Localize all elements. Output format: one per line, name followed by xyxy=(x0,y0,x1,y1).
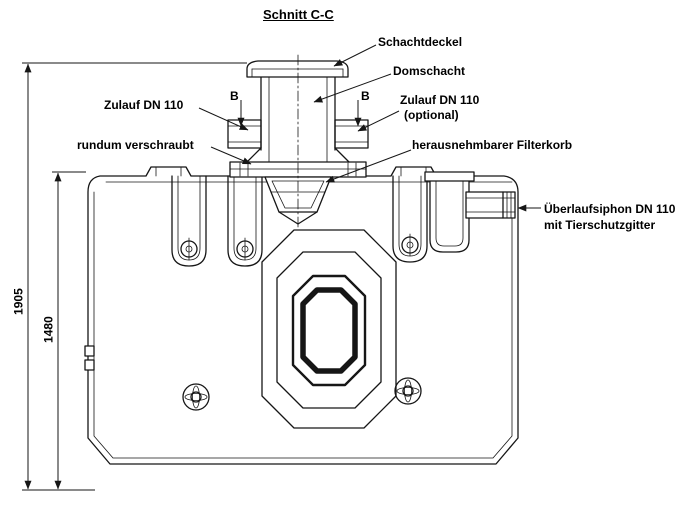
label-filterkorb: herausnehmbarer Filterkorb xyxy=(412,138,573,152)
siphon-outlet-pipe xyxy=(465,191,516,219)
bolt-channel-left-1 xyxy=(171,175,207,267)
dimension-1480 xyxy=(52,171,86,490)
label-zulauf-right: Zulauf DN 110 xyxy=(400,93,480,107)
label-rundum-verschraubt: rundum verschraubt xyxy=(77,138,194,152)
label-zulauf-left: Zulauf DN 110 xyxy=(104,98,184,112)
dimension-label-1480: 1480 xyxy=(41,316,56,343)
bolt-rosette-right xyxy=(394,377,422,405)
dimension-1905 xyxy=(22,62,247,491)
bolt-rosette-left xyxy=(182,383,210,411)
section-b-arrows xyxy=(237,100,362,127)
inlet-pipe-left xyxy=(227,119,262,149)
label-ueberlaufsiphon: Überlaufsiphon DN 110 xyxy=(544,202,676,216)
wall-notch xyxy=(84,345,95,357)
section-marker-b-right: B xyxy=(361,89,370,103)
label-schachtdeckel: Schachtdeckel xyxy=(378,35,463,49)
bolt-channel-right xyxy=(392,175,428,263)
sump-recess xyxy=(261,229,397,429)
inlet-pipe-right xyxy=(334,119,369,149)
bolt-channel-left-2 xyxy=(227,175,263,267)
label-tierschutzgitter: mit Tierschutzgitter xyxy=(544,218,656,232)
wall-notch xyxy=(84,359,95,371)
overflow-siphon xyxy=(424,171,516,253)
shaft-cover xyxy=(246,60,349,78)
dimension-label-1905: 1905 xyxy=(11,288,26,315)
drawing-title: Schnitt C-C xyxy=(263,7,334,22)
label-zulauf-right-optional: (optional) xyxy=(404,108,459,122)
leader-lines xyxy=(198,44,541,212)
label-domschacht: Domschacht xyxy=(393,64,466,78)
section-marker-b-left: B xyxy=(230,89,239,103)
